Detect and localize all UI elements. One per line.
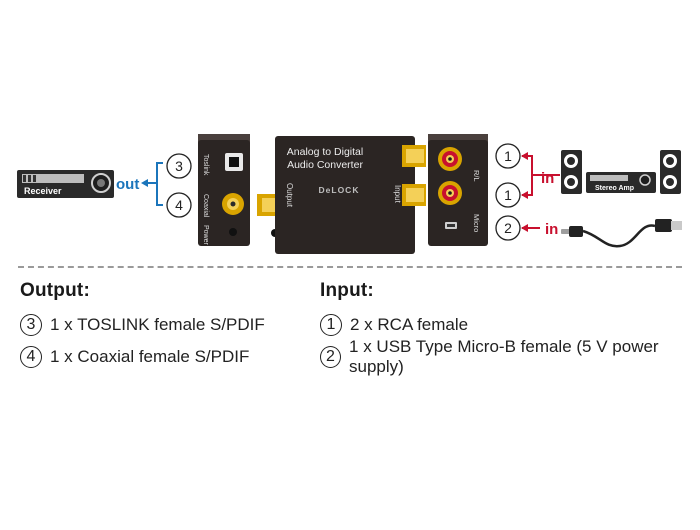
power-led [229, 228, 237, 236]
usb-cable [561, 219, 682, 248]
port-label-power: Power [202, 225, 209, 246]
marker-1a: 1 [495, 143, 521, 169]
output-side-label: Output [285, 183, 294, 208]
output-end-face: Toslink Coaxial Power [198, 134, 250, 246]
legend-number-1: 1 [320, 314, 342, 336]
brand-logo: DeLOCK [319, 185, 360, 195]
device-title-line1: Analog to Digital [287, 146, 363, 158]
converter-body: Analog to Digital Audio Converter DeLOCK… [257, 136, 426, 254]
input-end-face: R/L Micro [428, 134, 488, 246]
device-title-line2: Audio Converter [287, 159, 363, 171]
marker-1b: 1 [495, 182, 521, 208]
section-divider [18, 266, 682, 268]
marker-4-label: 4 [175, 197, 183, 213]
input-legend: Input: 1 2 x RCA female 2 1 x USB Type M… [320, 280, 700, 376]
in-label-usb: in [545, 221, 558, 238]
port-label-micro: Micro [472, 214, 481, 232]
legend-text-coaxial: 1 x Coaxial female S/PDIF [50, 347, 250, 366]
output-heading: Output: [20, 280, 90, 301]
marker-4: 4 [166, 192, 192, 218]
stereo-amp-system: Stereo Amp [561, 150, 681, 194]
marker-1b-label: 1 [504, 187, 512, 203]
legend-text-usb: 1 x USB Type Micro-B female (5 V power s… [349, 337, 659, 376]
input-side-label: Input [393, 185, 402, 204]
legend-item-rca: 1 2 x RCA female [320, 312, 700, 338]
legend-text-toslink: 1 x TOSLINK female S/PDIF [50, 315, 265, 334]
legend-item-toslink: 3 1 x TOSLINK female S/PDIF [20, 312, 265, 338]
output-legend: Output: 3 1 x TOSLINK female S/PDIF 4 1 … [20, 280, 265, 376]
product-diagram: Receiver out 3 4 Toslink Coaxial Power A… [17, 134, 682, 254]
receiver-device: Receiver [17, 170, 114, 198]
input-heading: Input: [320, 280, 374, 301]
port-label-toslink: Toslink [202, 154, 209, 176]
port-label-coaxial: Coaxial [202, 194, 209, 218]
marker-2-label: 2 [504, 220, 512, 236]
marker-3-label: 3 [175, 158, 183, 174]
receiver-label: Receiver [24, 186, 62, 196]
marker-1a-label: 1 [504, 148, 512, 164]
legend-number-4: 4 [20, 346, 42, 368]
legend-number-3: 3 [20, 314, 42, 336]
stereo-amp-label: Stereo Amp [595, 185, 634, 192]
marker-3: 3 [166, 153, 192, 179]
legend-number-2: 2 [320, 346, 342, 368]
marker-2: 2 [495, 215, 521, 241]
legend-item-coaxial: 4 1 x Coaxial female S/PDIF [20, 344, 265, 370]
legend-item-usb: 2 1 x USB Type Micro-B female (5 V power… [320, 337, 700, 376]
out-label: out [116, 176, 139, 193]
port-label-rl: R/L [472, 170, 481, 182]
legend-text-rca: 2 x RCA female [350, 315, 469, 334]
in-label-rca: in [541, 170, 554, 187]
